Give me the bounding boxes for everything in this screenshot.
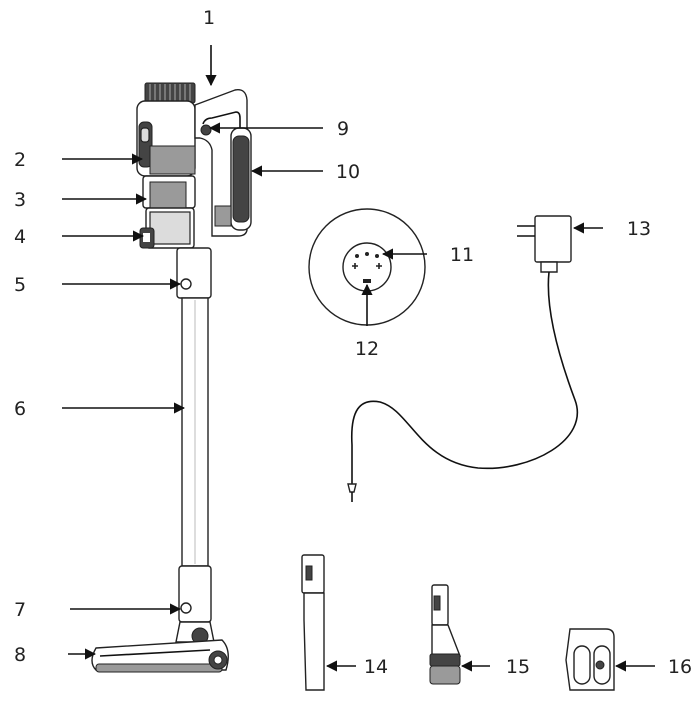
callout-8: 8 — [14, 644, 26, 666]
callout-15: 15 — [506, 656, 530, 678]
callout-6: 6 — [14, 398, 26, 420]
callout-labels: 1 2 3 4 5 6 7 8 9 10 11 12 13 14 15 16 — [14, 7, 692, 678]
motor-cap — [144, 82, 196, 104]
callout-2: 2 — [14, 149, 26, 171]
callout-3: 3 — [14, 189, 26, 211]
callout-arrows — [62, 45, 655, 672]
wall-bracket — [565, 628, 615, 691]
extension-tube — [181, 297, 209, 567]
lower-tube-connector — [178, 565, 212, 623]
charging-adapter — [347, 215, 578, 502]
crevice-tool — [301, 554, 325, 691]
callout-4: 4 — [14, 226, 26, 248]
callout-7: 7 — [14, 599, 26, 621]
upper-tube-connector — [176, 247, 212, 299]
main-body — [136, 100, 196, 177]
floor-brush-head — [91, 639, 229, 673]
callout-14: 14 — [364, 656, 388, 678]
charging-port-detail — [308, 208, 426, 326]
callout-10: 10 — [336, 161, 360, 183]
dust-container — [142, 175, 196, 249]
stick-vacuum-illustration — [91, 82, 252, 673]
battery-pack — [214, 127, 252, 231]
dust-release-button — [139, 227, 155, 249]
callout-1: 1 — [203, 7, 215, 29]
callout-16: 16 — [668, 656, 692, 678]
callout-12: 12 — [355, 338, 379, 360]
callout-13: 13 — [627, 218, 651, 240]
callout-9: 9 — [337, 118, 349, 140]
floor-brush-neck — [175, 621, 215, 645]
callout-11: 11 — [450, 244, 474, 266]
brush-tool — [429, 584, 462, 685]
callout-5: 5 — [14, 274, 26, 296]
